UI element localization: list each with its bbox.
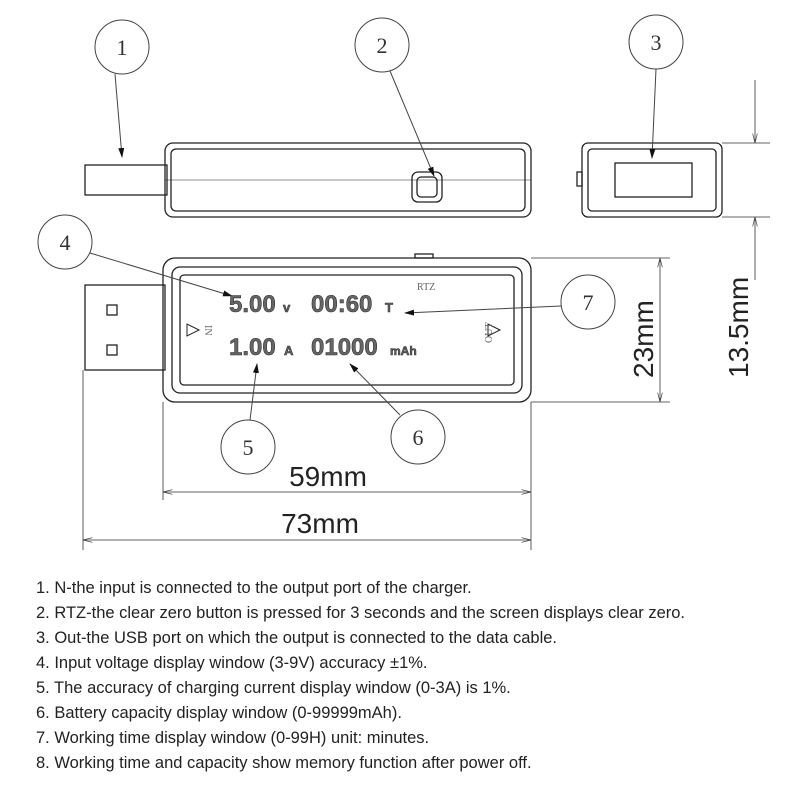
- callout-6: 6: [413, 425, 424, 450]
- dimension-lines: [82, 80, 770, 550]
- rtz-button: [411, 171, 443, 203]
- front-view: [84, 253, 532, 403]
- capacity-value: 01000: [311, 334, 378, 361]
- note-item: 7. Working time display window (0-99H) u…: [36, 729, 430, 747]
- time-value: 00:60: [311, 291, 372, 318]
- dim-73mm: 73mm: [281, 508, 359, 539]
- in-label: IN: [202, 325, 213, 336]
- current-value: 1.00: [229, 334, 276, 361]
- rtz-label: RTZ: [417, 282, 435, 293]
- callout-circle-7: [560, 274, 616, 330]
- notes-list: 1. N-the input is connected to the outpu…: [36, 576, 685, 776]
- usb-out-port: [614, 162, 693, 198]
- note-item: 6. Battery capacity display window (0-99…: [36, 704, 402, 722]
- note-item: 4. Input voltage display window (3-9V) a…: [36, 654, 428, 672]
- callout-3: 3: [651, 30, 662, 55]
- dim-59mm: 59mm: [289, 461, 367, 492]
- callout-circle-6: [390, 409, 446, 465]
- callout-circle-2: [354, 17, 410, 73]
- out-label: OUT: [484, 322, 495, 343]
- note-item: 1. N-the input is connected to the outpu…: [36, 579, 472, 597]
- side-view: [84, 142, 532, 218]
- end-view: [576, 142, 723, 218]
- callout-2: 2: [377, 33, 388, 58]
- voltage-value: 5.00: [229, 291, 276, 318]
- note-item: 8. Working time and capacity show memory…: [36, 754, 532, 772]
- time-unit: T: [385, 300, 393, 315]
- dim-23mm: 23mm: [628, 300, 659, 378]
- callout-5: 5: [243, 435, 254, 460]
- callout-circle-5: [220, 419, 276, 475]
- current-unit: A: [284, 343, 294, 358]
- note-item: 5. The accuracy of charging current disp…: [36, 679, 511, 697]
- voltage-unit: v: [283, 300, 291, 315]
- dim-13-5mm: 13.5mm: [723, 277, 754, 378]
- callout-circle-1: [94, 19, 150, 75]
- callout-4: 4: [60, 230, 71, 255]
- capacity-unit: mAh: [390, 344, 417, 358]
- note-item: 2. RTZ-the clear zero button is pressed …: [36, 604, 686, 622]
- callout-1: 1: [117, 35, 128, 60]
- callout-circle-4: [37, 214, 93, 270]
- note-item: 3. Out-the USB port on which the output …: [36, 629, 557, 647]
- callout-7: 7: [583, 290, 594, 315]
